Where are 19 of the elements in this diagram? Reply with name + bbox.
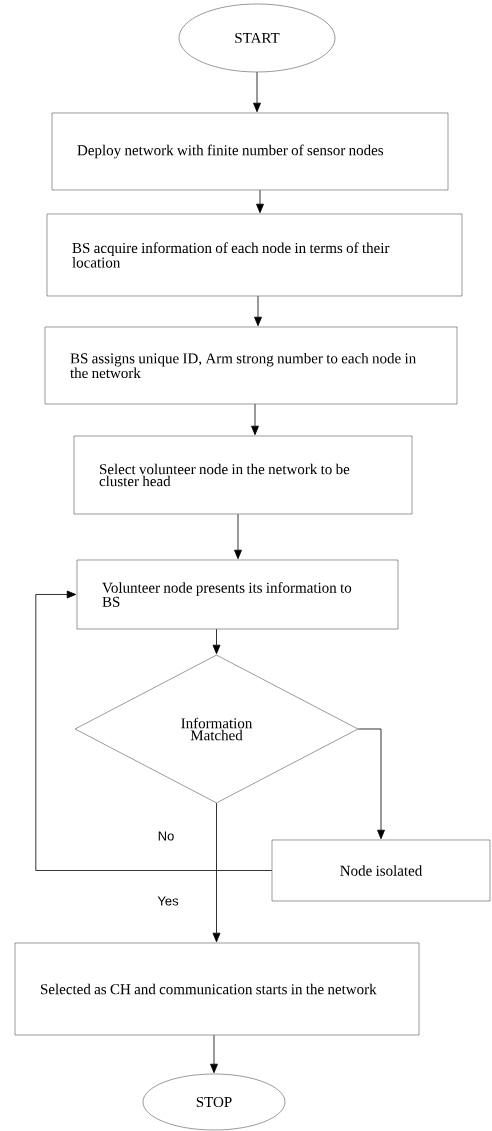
arrow	[251, 403, 259, 436]
arrow	[212, 628, 221, 655]
process-box: Deploy network with finite number of sensor nodes	[51, 112, 449, 191]
arrow	[357, 728, 385, 840]
process-box: Node isolated	[271, 839, 491, 902]
arrow	[253, 71, 261, 113]
arrow	[254, 295, 262, 327]
process-box: Selected as CH and communication starts in the network	[14, 942, 420, 1036]
edge-label: Yes	[156, 895, 180, 907]
arrow	[234, 513, 242, 560]
process-box: BS acquire information of each node in terms of their location	[46, 213, 463, 297]
process-box: Volunteer node presents its information to BS	[76, 559, 399, 630]
edge-label: No	[156, 830, 176, 842]
arrow	[210, 1034, 218, 1074]
process-box: BS assigns unique ID, Arm strong number to each node in the network	[44, 326, 458, 405]
arrow	[256, 189, 264, 214]
process-box: Select volunteer node in the network to be cluster head	[73, 435, 413, 515]
arrow	[212, 802, 221, 943]
arrow	[35, 590, 273, 871]
